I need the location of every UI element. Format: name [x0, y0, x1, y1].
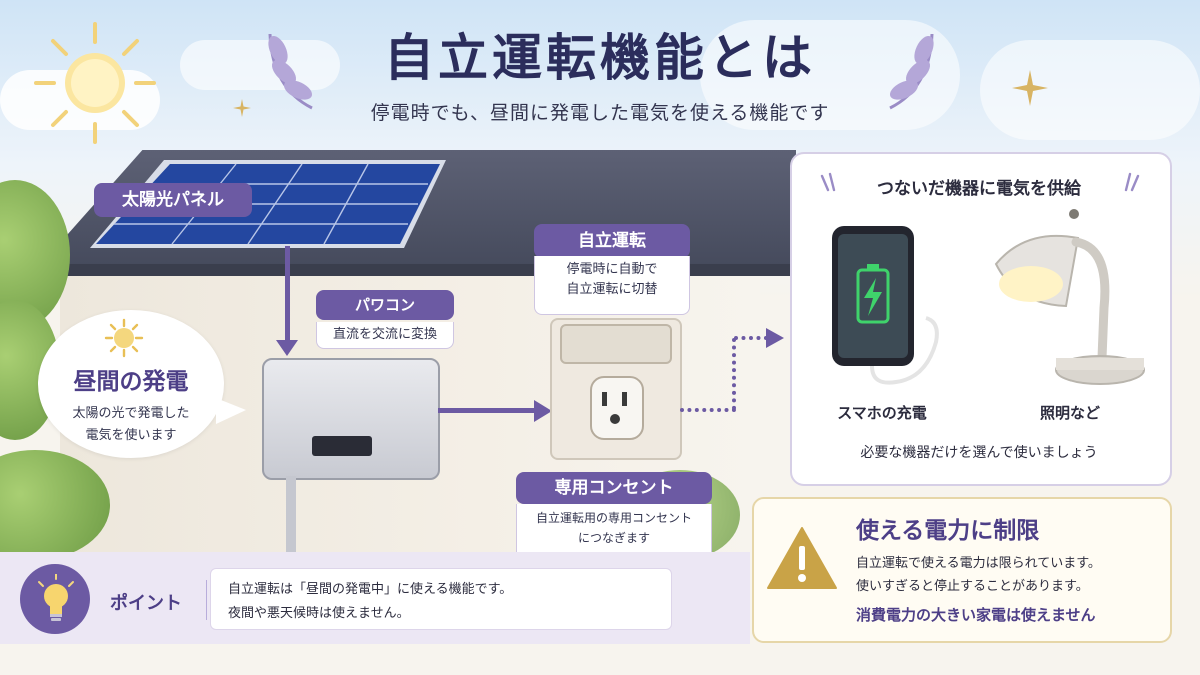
laurel-left-icon	[268, 33, 313, 110]
point-divider	[206, 580, 207, 620]
cloud	[180, 40, 340, 90]
bubble-tail	[216, 398, 246, 424]
page-subtitle: 停電時でも、昼間に発電した電気を使える機能です	[370, 102, 830, 124]
laurel-right-icon	[889, 33, 934, 110]
inverter-conduit	[286, 476, 296, 556]
outlet-to-devices-arrow	[732, 338, 736, 410]
accent-strokes-icon	[1124, 172, 1140, 192]
outlet-to-devices-arrow	[680, 408, 736, 412]
arrow-head-right-icon	[534, 400, 552, 422]
independent-operation-card: 停電時に自動で 自立運転に切替	[534, 256, 690, 315]
panel-to-inverter-arrow	[285, 246, 290, 346]
device-label-lamp: 照明など	[1039, 404, 1100, 422]
outlet-socket	[590, 376, 644, 440]
small-sun-icon	[104, 318, 144, 358]
independent-op-line2: 自立運転に切替	[566, 282, 658, 297]
sparkle-icon	[233, 99, 251, 117]
warning-triangle-icon	[767, 527, 837, 589]
warning-line1: 自立運転で使える電力は限られています。	[856, 556, 1101, 571]
cloud	[980, 40, 1200, 140]
outlet-to-devices-arrow	[734, 336, 768, 340]
outlet-slot	[622, 392, 627, 406]
independent-op-line1: 停電時に自動で	[566, 262, 658, 277]
smartphone-charging-icon	[832, 226, 939, 385]
outlet-slot	[602, 392, 607, 406]
outlet-ground-hole	[610, 414, 620, 424]
solar-panel-tag: 太陽光パネル	[94, 183, 252, 217]
desk-lamp-icon	[994, 209, 1145, 385]
outlet-cover	[560, 324, 672, 364]
independent-operation-tag: 自立運転	[534, 224, 690, 258]
daytime-line1: 太陽の光で発電した	[72, 406, 190, 421]
inverter-display	[312, 436, 372, 456]
power-conditioner-tag: パワコン	[316, 290, 454, 320]
warning-emphasis: 消費電力の大きい家電は使えません	[856, 606, 1096, 624]
point-label: ポイント	[110, 593, 182, 614]
point-line1: 自立運転は「昼間の発電中」に使える機能です。	[228, 582, 513, 597]
accent-strokes-icon	[820, 172, 836, 192]
daytime-line2: 電気を使います	[85, 428, 177, 443]
daytime-title: 昼間の発電	[73, 369, 189, 395]
point-text-box	[210, 568, 672, 630]
dedicated-outlet-line2: につなぎます	[577, 531, 650, 545]
warning-line2: 使いすぎると停止することがあります。	[856, 579, 1089, 594]
arrow-head-down-icon	[276, 340, 298, 356]
device-supply-title: つないだ機器に電気を供給	[877, 179, 1081, 199]
dedicated-outlet-line1: 自立運転用の専用コンセント	[535, 511, 692, 525]
sparkle-icon	[1012, 70, 1048, 106]
inverter-to-outlet-arrow	[438, 408, 538, 413]
device-label-smartphone: スマホの充電	[837, 404, 927, 422]
arrow-head-right-icon	[766, 328, 784, 348]
lightbulb-icon	[38, 574, 74, 621]
warning-title: 使える電力に制限	[856, 518, 1040, 544]
inverter-image	[262, 358, 440, 480]
power-conditioner-desc: 直流を交流に変換	[316, 322, 454, 349]
dedicated-outlet-tag: 専用コンセント	[516, 472, 712, 504]
sun-icon	[34, 22, 156, 144]
device-supply-note: 必要な機器だけを選んで使いましょう	[860, 445, 1098, 461]
point-line2: 夜間や悪天候時は使えません。	[228, 606, 410, 621]
page-title: 自立運転機能とは	[384, 29, 816, 87]
